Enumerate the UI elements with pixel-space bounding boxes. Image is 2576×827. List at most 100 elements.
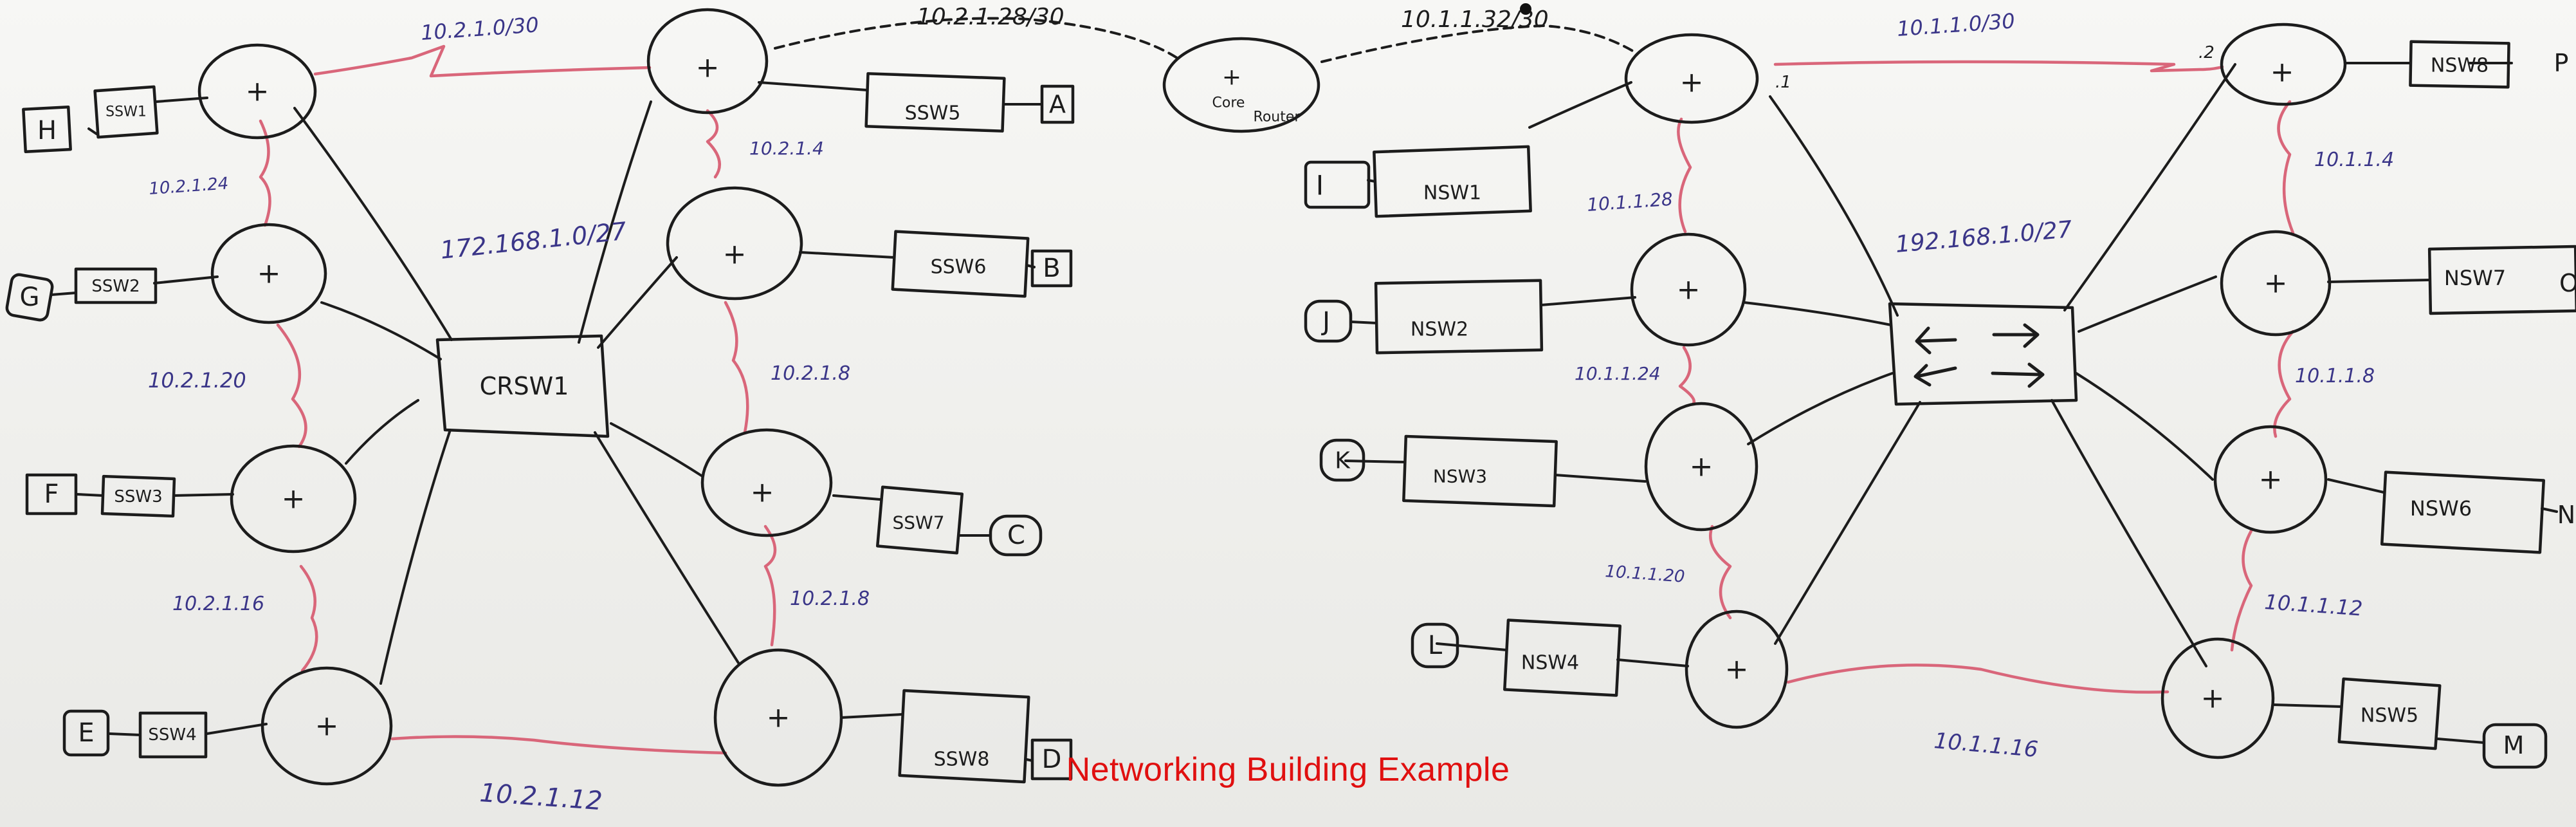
router-f <box>230 444 357 553</box>
ring-link <box>299 564 318 673</box>
nsw6-box <box>2380 470 2546 554</box>
router-d <box>713 648 843 787</box>
wire <box>2541 507 2558 513</box>
marker-dot <box>1520 3 1531 15</box>
wire <box>1774 401 1921 645</box>
crsw1-box <box>435 334 610 438</box>
wire <box>50 292 77 296</box>
ring-link-label: 10.1.1.28 <box>1586 189 1674 216</box>
switch-label: SSW3 <box>114 487 162 506</box>
switch-label: SSW2 <box>91 277 140 296</box>
site-letter: F <box>44 479 59 509</box>
router-b <box>666 186 803 301</box>
ring-link-label: 10.2.1.24 <box>148 174 229 199</box>
switch-label: NSW5 <box>2361 705 2418 727</box>
switch-label: SSW7 <box>892 512 944 534</box>
router-m <box>2160 637 2275 759</box>
ssw2-box <box>74 267 158 304</box>
wire <box>2327 478 2385 494</box>
site-letter: J <box>1320 307 1330 337</box>
ring-link <box>2230 529 2253 652</box>
ring-link-label: 10.2.1.8 <box>790 588 870 610</box>
router-symbol: + <box>282 483 306 516</box>
diagram-caption: Networking Building Example <box>1066 751 1510 788</box>
router-symbol: + <box>1690 451 1713 483</box>
wire <box>2063 63 2236 311</box>
wire <box>1344 460 1406 463</box>
arrow-right-top <box>1992 323 2040 348</box>
site-e-box <box>62 709 110 757</box>
router-l <box>1685 609 1789 729</box>
crsw1-label: CRSW1 <box>480 372 569 400</box>
ssw6-box <box>891 230 1030 298</box>
nsw1-box <box>1373 145 1532 218</box>
wire <box>108 732 142 736</box>
wire <box>597 256 678 349</box>
wire <box>578 100 652 344</box>
router-symbol: + <box>767 702 790 734</box>
router-symbol: + <box>723 238 747 271</box>
router-symbol: + <box>2264 267 2288 300</box>
site-m-box <box>2482 723 2548 769</box>
core-router-label: Core <box>1212 95 1245 111</box>
ssw8-box <box>898 689 1030 784</box>
ring-link <box>1678 346 1695 406</box>
router-c <box>700 428 833 537</box>
site-j-box <box>1304 299 1353 343</box>
site-letter: C <box>1007 521 1025 550</box>
router-e <box>260 666 393 786</box>
ring-link <box>276 323 307 449</box>
router-p <box>2220 23 2347 106</box>
router-j <box>1630 232 1747 347</box>
site-letter: O <box>2559 269 2576 297</box>
router-a <box>646 8 769 115</box>
router-symbol: + <box>1222 64 1241 91</box>
switch-label: NSW8 <box>2431 55 2489 77</box>
ring-link <box>390 735 727 755</box>
nsw3-box <box>1402 434 1558 508</box>
site-letter: A <box>1049 90 1066 118</box>
wire <box>76 493 104 497</box>
wire <box>379 429 452 685</box>
link-end-label: .1 <box>1775 73 1791 92</box>
ring-link <box>724 301 749 434</box>
ring-link <box>313 44 652 78</box>
right-lan-subnet: 192.168.1.0/27 <box>1894 216 2073 258</box>
wire <box>610 422 704 478</box>
wire <box>2436 738 2485 744</box>
wire <box>799 251 895 259</box>
core-link-right <box>1320 24 1635 63</box>
site-letter: G <box>20 283 40 312</box>
wire <box>87 127 98 135</box>
ssw1-box <box>93 85 159 139</box>
router-k <box>1644 402 1758 532</box>
router-n <box>2213 425 2328 534</box>
switch-label: SSW6 <box>931 256 987 279</box>
wire <box>293 107 453 341</box>
site-k-box <box>1319 438 1366 482</box>
site-letter: M <box>2503 731 2525 759</box>
ring-link-label: 10.1.1.4 <box>2314 149 2394 171</box>
ring-link <box>1786 664 2170 694</box>
router-g <box>210 223 327 324</box>
wire <box>345 399 419 465</box>
wire <box>832 494 881 501</box>
core-router-label: Router <box>1254 109 1301 125</box>
switch-label: NSW2 <box>1411 319 1468 341</box>
router-symbol: + <box>1677 274 1701 306</box>
wire <box>2327 279 2431 283</box>
site-letter: H <box>37 116 57 145</box>
ring-link-label: 10.2.1.8 <box>771 362 850 385</box>
wire <box>1436 642 1508 651</box>
wire <box>1616 658 1689 667</box>
router-symbol: + <box>2259 463 2283 496</box>
ssw7-box <box>875 485 964 555</box>
ssw4-box <box>138 711 208 759</box>
wire <box>206 723 268 735</box>
rdist-box <box>1888 302 2078 406</box>
router-symbol: + <box>315 710 339 743</box>
site-a-box <box>1040 84 1075 124</box>
wire <box>840 713 903 719</box>
